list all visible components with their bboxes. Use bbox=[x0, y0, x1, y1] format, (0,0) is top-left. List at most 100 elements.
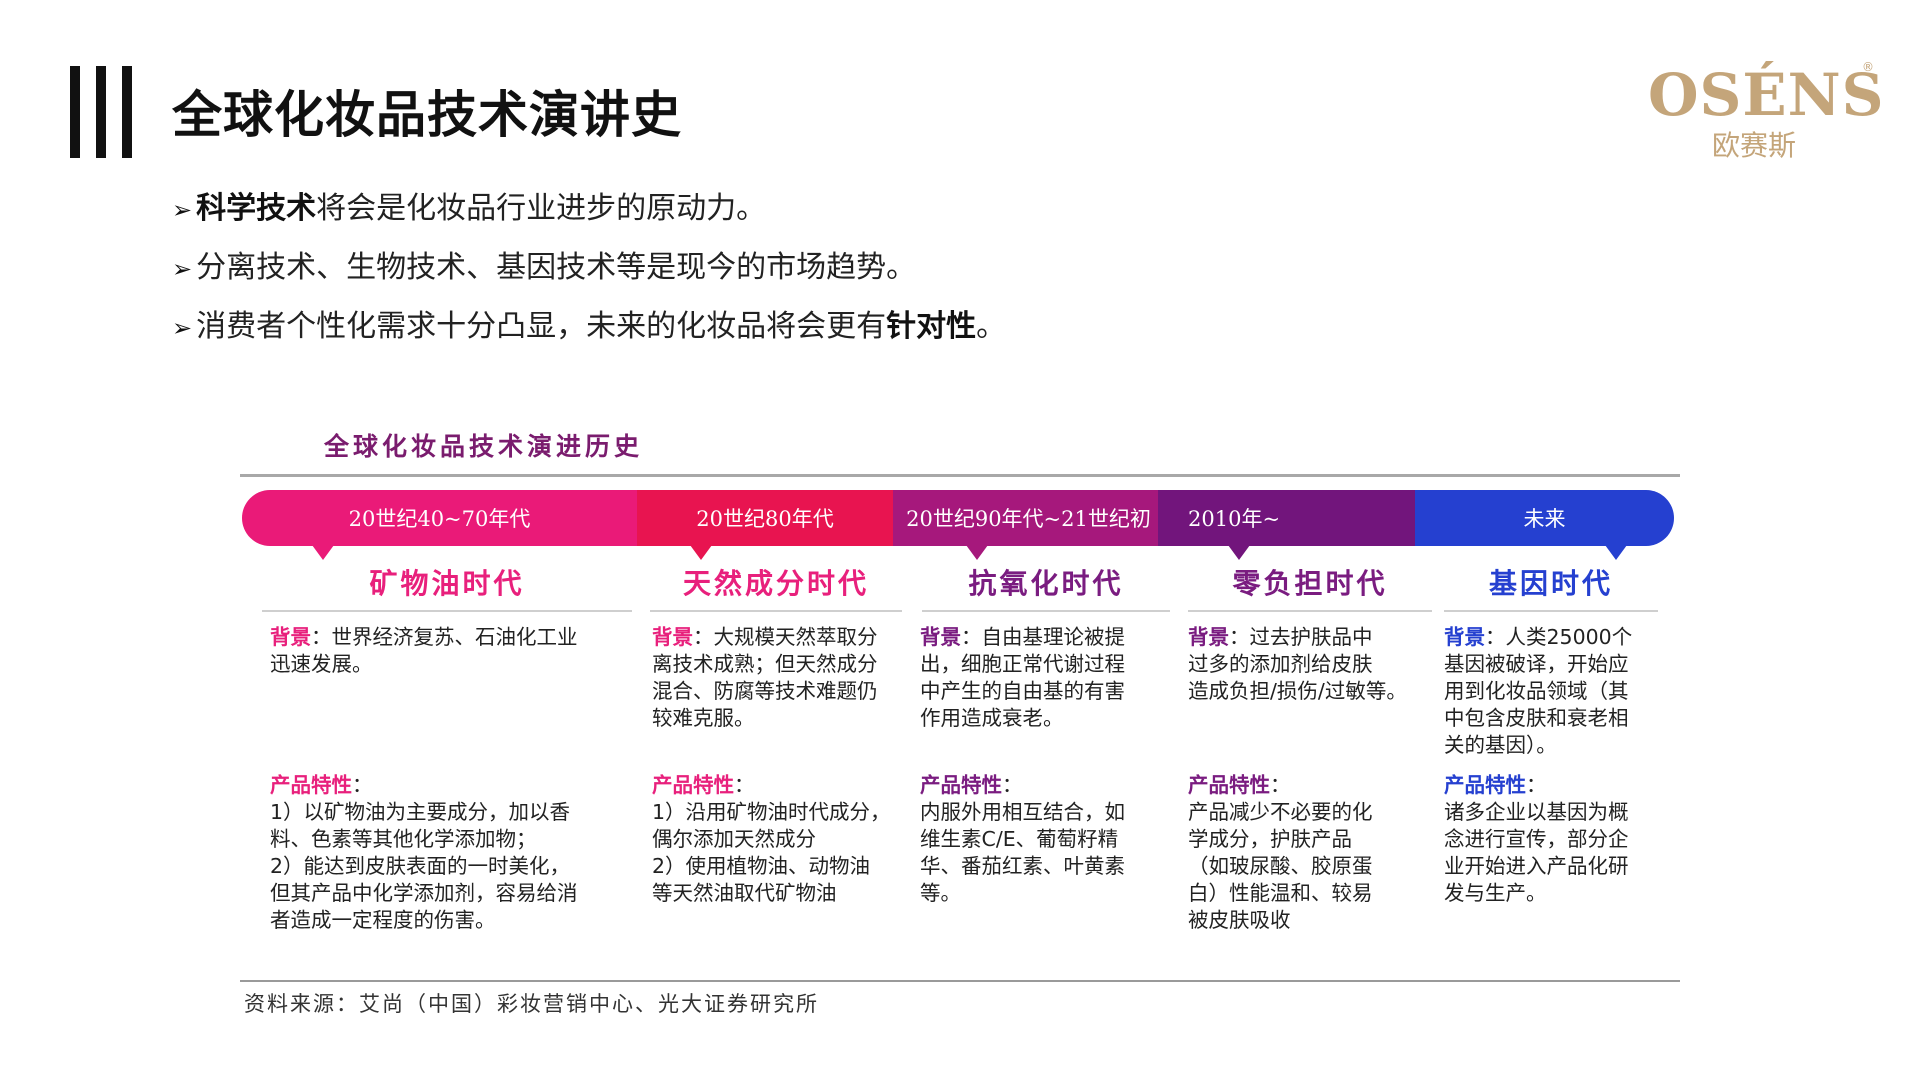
background-line: 迅速发展。 bbox=[270, 652, 373, 676]
bullet-text: 将会是化妆品行业进步的原动力。 bbox=[316, 191, 767, 226]
period-column-4: 背景：过去护肤品中 过多的添加剂给皮肤 造成负担/损伤/过敏等。 产品特性： 产… bbox=[1188, 624, 1438, 934]
bullet-bold-lead: 科学技术 bbox=[196, 191, 317, 226]
segment-pointer-icon bbox=[966, 545, 988, 560]
page-title: 全球化妆品技术演讲史 bbox=[172, 86, 682, 144]
background-label: 背景 bbox=[652, 625, 693, 649]
background-line: 中包含皮肤和衰老相 bbox=[1444, 706, 1629, 730]
features-line: （如玻尿酸、胶原蛋 bbox=[1188, 854, 1373, 878]
timeline-bar: 20世纪40~70年代 20世纪80年代 20世纪90年代~21世纪初 2010… bbox=[242, 490, 1674, 560]
background-label: 背景 bbox=[270, 625, 311, 649]
timeline-segment-1: 20世纪40~70年代 bbox=[242, 490, 637, 560]
timeline-segment-label: 20世纪40~70年代 bbox=[348, 507, 531, 531]
arrow-bullet-icon: ➢ bbox=[172, 196, 193, 224]
bullet-text: 消费者个性化需求十分凸显，未来的化妆品将会更有 bbox=[196, 309, 887, 344]
timeline-segment-label: 20世纪80年代 bbox=[696, 507, 834, 531]
era-heading-mineral-oil: 矿物油时代 bbox=[369, 567, 525, 600]
bullet-item: ➢消费者个性化需求十分凸显，未来的化妆品将会更有针对性。 bbox=[172, 298, 1006, 357]
bullet-item: ➢科学技术将会是化妆品行业进步的原动力。 bbox=[172, 180, 1006, 239]
brand-logo: OSÉNS ® 欧赛斯 bbox=[1640, 52, 1884, 172]
timeline-segment-5: 未来 bbox=[1415, 490, 1674, 560]
era-underline bbox=[262, 610, 632, 612]
segment-pointer-icon bbox=[1605, 545, 1627, 560]
bullet-item: ➢分离技术、生物技术、基因技术等是现今的市场趋势。 bbox=[172, 239, 1006, 298]
figure-bottom-rule bbox=[240, 980, 1680, 982]
era-heading-gene: 基因时代 bbox=[1488, 567, 1613, 600]
background-line: 作用造成衰老。 bbox=[920, 706, 1064, 730]
figure-title: 全球化妆品技术演进历史 bbox=[324, 432, 644, 461]
background-line: 离技术成熟；但天然成分 bbox=[652, 652, 878, 676]
title-bar-1 bbox=[70, 66, 80, 158]
background-line: 中产生的自由基的有害 bbox=[920, 679, 1125, 703]
background-line: 过去护肤品中 bbox=[1249, 625, 1373, 649]
background-line: 世界经济复苏、石油化工业 bbox=[331, 625, 578, 649]
logo-chinese-name: 欧赛斯 bbox=[1712, 129, 1797, 162]
background-label: 背景 bbox=[920, 625, 961, 649]
features-line: 诸多企业以基因为概 bbox=[1444, 800, 1629, 824]
features-sep: ： bbox=[1526, 773, 1547, 797]
features-line: 者造成一定程度的伤害。 bbox=[270, 908, 496, 932]
features-line: 等。 bbox=[920, 881, 961, 905]
timeline-segment-label: 20世纪90年代~21世纪初 bbox=[906, 507, 1151, 531]
background-sep: ： bbox=[693, 625, 714, 649]
title-decoration-bars bbox=[70, 66, 132, 158]
arrow-bullet-icon: ➢ bbox=[172, 314, 193, 342]
background-line: 过多的添加剂给皮肤 bbox=[1188, 652, 1373, 676]
background-line: 较难克服。 bbox=[652, 706, 755, 730]
background-line: 用到化妆品领域（其 bbox=[1444, 679, 1629, 703]
features-line: 料、色素等其他化学添加物； bbox=[270, 827, 537, 851]
features-line: 等天然油取代矿物油 bbox=[652, 881, 837, 905]
background-line: 混合、防腐等技术难题仍 bbox=[652, 679, 878, 703]
bullet-list: ➢科学技术将会是化妆品行业进步的原动力。 ➢分离技术、生物技术、基因技术等是现今… bbox=[172, 180, 1006, 357]
background-line: 造成负担/损伤/过敏等。 bbox=[1188, 679, 1407, 703]
background-line: 自由基理论被提 bbox=[981, 625, 1126, 649]
bullet-bold-tail: 针对性 bbox=[886, 309, 977, 344]
features-line: 华、番茄红素、叶黄素 bbox=[920, 854, 1125, 878]
era-heading-antioxidant: 抗氧化时代 bbox=[968, 567, 1124, 600]
features-line: 偶尔添加天然成分 bbox=[652, 827, 816, 851]
background-line: 人类25000个 bbox=[1505, 625, 1633, 649]
segment-pointer-icon bbox=[312, 545, 334, 560]
background-label: 背景 bbox=[1444, 625, 1485, 649]
timeline-segment-4: 2010年~ bbox=[1158, 490, 1415, 560]
background-line: 关的基因）。 bbox=[1444, 733, 1557, 757]
background-sep: ： bbox=[311, 625, 332, 649]
features-line: 学成分，护肤产品 bbox=[1188, 827, 1352, 851]
logo-wordmark: OSÉNS bbox=[1648, 61, 1885, 129]
figure-top-rule bbox=[240, 474, 1680, 477]
features-sep: ： bbox=[1270, 773, 1291, 797]
features-label: 产品特性 bbox=[1188, 773, 1270, 797]
timeline-segment-label: 2010年~ bbox=[1188, 507, 1281, 531]
features-label: 产品特性 bbox=[920, 773, 1002, 797]
era-underline bbox=[1188, 610, 1432, 612]
background-line: 出，细胞正常代谢过程 bbox=[920, 652, 1125, 676]
features-line: 2）能达到皮肤表面的一时美化， bbox=[270, 854, 571, 878]
features-line: 1）沿用矿物油时代成分， bbox=[652, 800, 891, 824]
era-underline bbox=[650, 610, 902, 612]
figure-source: 资料来源：艾尚（中国）彩妆营销中心、光大证券研究所 bbox=[244, 992, 819, 1016]
features-line: 产品减少不必要的化 bbox=[1188, 800, 1373, 824]
background-sep: ： bbox=[1485, 625, 1506, 649]
features-line: 但其产品中化学添加剂，容易给消 bbox=[270, 881, 578, 905]
background-label: 背景 bbox=[1188, 625, 1229, 649]
features-sep: ： bbox=[1002, 773, 1023, 797]
features-line: 发与生产。 bbox=[1444, 881, 1547, 905]
features-line: 业开始进入产品化研 bbox=[1444, 854, 1629, 878]
features-line: 维生素C/E、葡萄籽精 bbox=[920, 827, 1119, 851]
features-line: 2）使用植物油、动物油 bbox=[652, 854, 871, 878]
background-sep: ： bbox=[1229, 625, 1250, 649]
background-sep: ： bbox=[961, 625, 982, 649]
bullet-text: 分离技术、生物技术、基因技术等是现今的市场趋势。 bbox=[196, 250, 917, 285]
era-underline bbox=[922, 610, 1170, 612]
features-sep: ： bbox=[352, 773, 373, 797]
timeline-segment-3: 20世纪90年代~21世纪初 bbox=[893, 490, 1158, 560]
timeline-segment-2: 20世纪80年代 bbox=[637, 490, 893, 560]
era-underline bbox=[1444, 610, 1658, 612]
features-label: 产品特性 bbox=[1444, 773, 1526, 797]
bullet-tail: 。 bbox=[976, 309, 1007, 344]
features-line: 内服外用相互结合，如 bbox=[920, 800, 1125, 824]
background-line: 大规模天然萃取分 bbox=[713, 625, 878, 649]
features-line: 念进行宣传，部分企 bbox=[1444, 827, 1629, 851]
period-column-3: 背景：自由基理论被提 出，细胞正常代谢过程 中产生的自由基的有害 作用造成衰老。… bbox=[920, 624, 1174, 907]
segment-pointer-icon bbox=[690, 545, 712, 560]
period-column-2: 背景：大规模天然萃取分 离技术成熟；但天然成分 混合、防腐等技术难题仍 较难克服… bbox=[652, 624, 914, 907]
